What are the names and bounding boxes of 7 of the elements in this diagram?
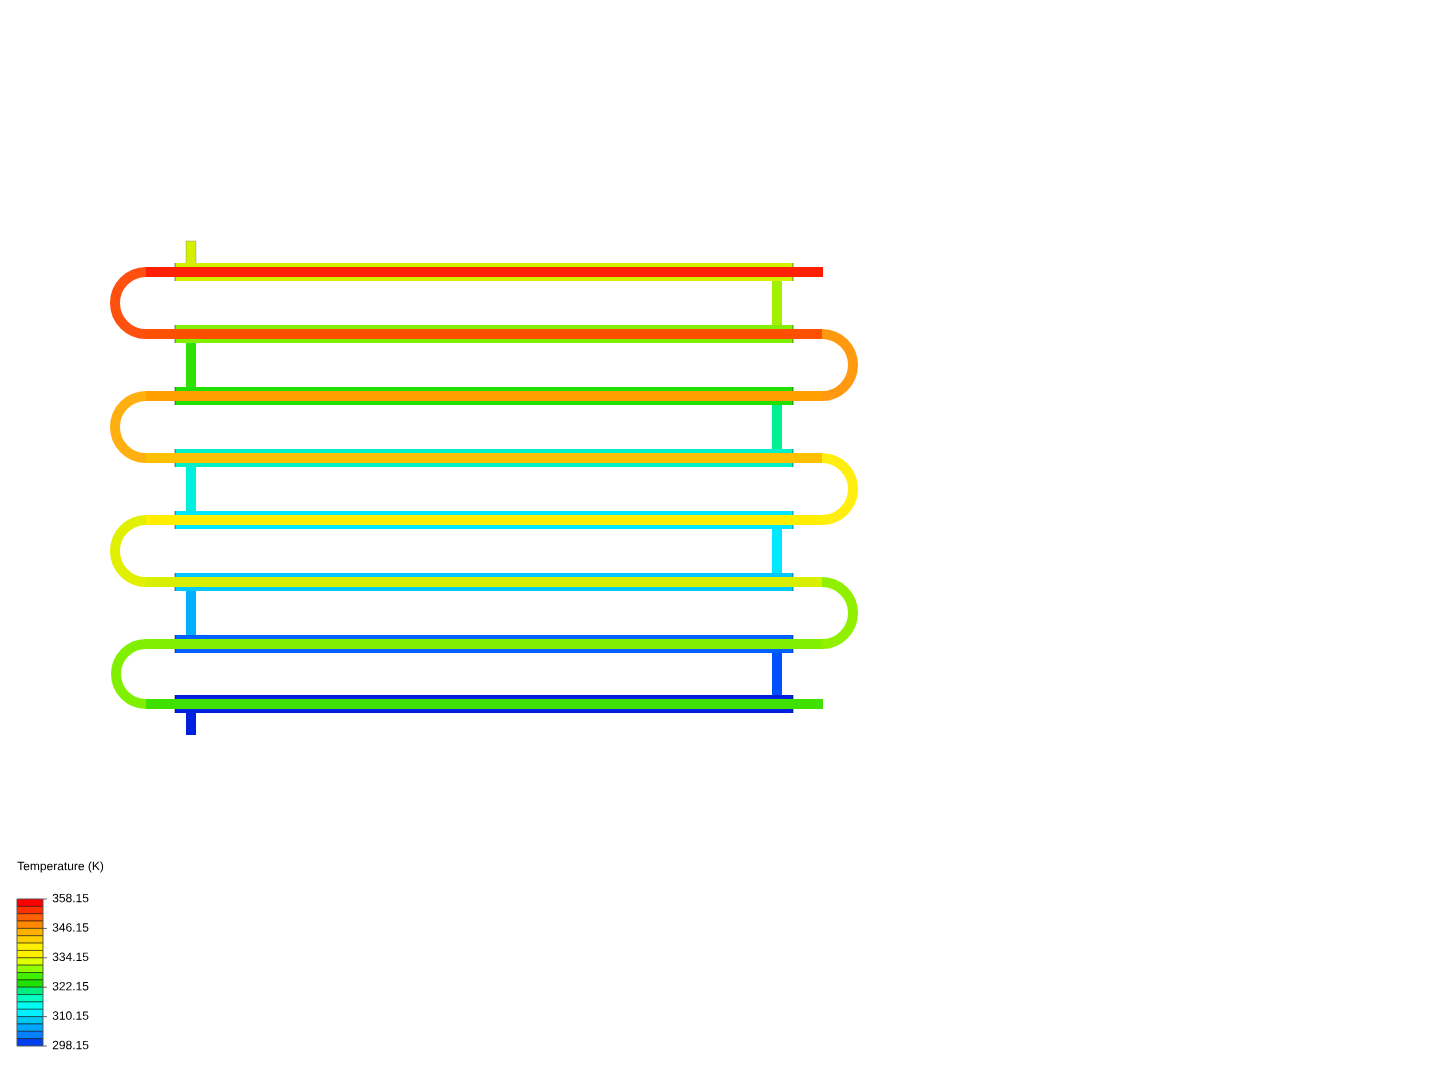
legend-title: Temperature (K) bbox=[17, 861, 104, 873]
tick-label: 358.15 bbox=[52, 893, 89, 903]
tick-label: 334.15 bbox=[52, 952, 89, 962]
tick-label: 322.15 bbox=[52, 981, 89, 991]
tick-label: 310.15 bbox=[52, 1011, 89, 1020]
tick-label: 346.15 bbox=[52, 923, 89, 932]
tick-label: 298.15 bbox=[52, 1040, 89, 1050]
